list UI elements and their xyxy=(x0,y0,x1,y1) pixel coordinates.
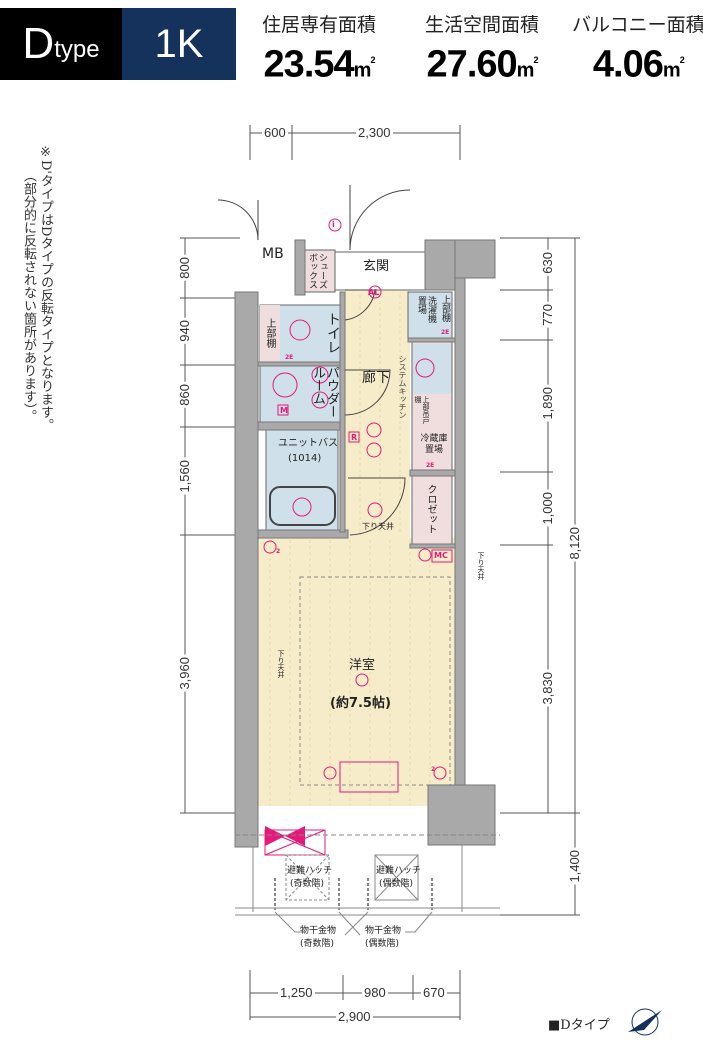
area-value: 23.54m2 xyxy=(263,43,376,86)
western-room-floor xyxy=(258,538,455,806)
entrance xyxy=(334,251,426,291)
balcony-area: バルコニー面積 4.06m2 xyxy=(572,10,703,94)
area-label: バルコニー面積 xyxy=(572,14,703,36)
entrance-label: 玄関 xyxy=(363,259,390,274)
2e-marker: 2E xyxy=(441,329,450,336)
dim-left: 860 xyxy=(177,382,192,408)
lowered-ceiling-label: 下り天井 xyxy=(362,522,394,531)
2e-marker: 2E xyxy=(285,354,294,361)
m-marker: M xyxy=(280,406,288,415)
closet-label: クロゼット xyxy=(425,484,436,534)
type-letter: D xyxy=(22,19,55,68)
mc-marker: MC xyxy=(434,551,448,560)
balcony xyxy=(235,834,500,936)
dim-total-depth: 8,120 xyxy=(567,525,582,562)
fridge-area-label: 冷蔵庫置場 xyxy=(420,434,448,455)
layout-badge: 1K xyxy=(122,8,236,80)
area-value: 4.06m2 xyxy=(592,43,685,86)
2e-marker: 2E xyxy=(426,462,435,469)
dryer-even-sub: (偶数階) xyxy=(365,939,400,949)
dim-left: 940 xyxy=(177,318,192,344)
note-line-2: （部分的に反転されない箇所があります）。 xyxy=(21,169,36,423)
dim-top-600: 600 xyxy=(262,125,288,140)
dim-balcony-depth: 1,400 xyxy=(567,848,582,885)
i-marker: i xyxy=(332,220,335,229)
unit-bath-label: ユニットバス xyxy=(278,438,338,449)
type-legend: ■Dタイプ xyxy=(548,1018,610,1033)
western-room-size: (約7.5帖) xyxy=(330,696,391,711)
dryer-odd-sub: (奇数階) xyxy=(300,939,335,949)
hatch-even-sub: (偶数階) xyxy=(379,879,414,889)
dim-right: 1,000 xyxy=(540,490,555,527)
toilet-label: トイレ xyxy=(325,312,341,354)
powder-room xyxy=(259,365,341,423)
system-kitchen-label: システムキッチン xyxy=(398,355,407,419)
valve-icon xyxy=(265,826,305,846)
area-label: 生活空間面積 xyxy=(425,14,540,36)
hallway-floor xyxy=(345,290,410,540)
hatch-odd-sub: (奇数階) xyxy=(290,879,325,889)
washer-area xyxy=(407,291,453,339)
powder-room-label: パウダールーム xyxy=(310,366,339,418)
2-marker: 2 xyxy=(276,548,281,555)
hatch-even-label: 避難ハッチ xyxy=(376,866,422,876)
dim-right: 3,830 xyxy=(540,670,555,707)
area-label: 住居専有面積 xyxy=(262,14,377,36)
dim-bottom: 980 xyxy=(362,985,388,1000)
area-value: 27.60m2 xyxy=(426,43,539,86)
upper-cabinet-label: 上部吊戸棚 xyxy=(414,396,430,424)
hatch-odd-label: 避難ハッチ xyxy=(287,866,333,876)
dim-left: 1,560 xyxy=(177,458,192,495)
lowered-ceiling-label: 下り天井 xyxy=(477,552,485,580)
mb-label: MB xyxy=(262,246,284,262)
dim-left: 3,960 xyxy=(177,655,192,692)
dryer-even-label: 物干金物 xyxy=(365,926,402,936)
2-marker: 2 xyxy=(431,766,436,773)
dim-top-2300: 2,300 xyxy=(356,125,393,140)
dim-bottom: 1,250 xyxy=(278,985,315,1000)
western-room-label: 洋室 xyxy=(349,658,376,673)
reversal-note: ※D'タイプはDタイプの反転タイプとなります。 （部分的に反転されない箇所があり… xyxy=(20,145,54,431)
upper-shelf-label: 上部棚 xyxy=(264,318,275,348)
upper-shelf-label: 上部棚 xyxy=(440,295,450,322)
north-arrow-icon xyxy=(628,1008,662,1036)
dryer-odd-label: 物干金物 xyxy=(300,926,337,936)
hallway-label: 廊下 xyxy=(362,370,390,386)
shoes-box-label: シューズボックス xyxy=(307,253,327,289)
dim-right: 770 xyxy=(540,302,555,328)
al-marker: AL xyxy=(368,288,380,297)
lowered-ceiling-label: 下り天井 xyxy=(277,650,285,678)
r-marker: R xyxy=(351,433,358,442)
dim-right: 630 xyxy=(540,250,555,276)
type-suffix: type xyxy=(54,36,100,63)
note-line-1: ※D'タイプはDタイプの反転タイプとなります。 xyxy=(38,145,53,432)
dim-bottom: 670 xyxy=(421,985,447,1000)
dim-right: 1,890 xyxy=(540,385,555,422)
dim-total-width: 2,900 xyxy=(336,1009,373,1024)
unit-bath-size: (1014) xyxy=(288,453,322,464)
living-area: 生活空間面積 27.60m2 xyxy=(425,10,539,94)
washer-area-label: 洗濯機置場 xyxy=(416,296,436,323)
dim-left: 800 xyxy=(177,255,192,281)
doors xyxy=(217,185,411,536)
exclusive-area: 住居専有面積 23.54m2 xyxy=(262,10,376,94)
